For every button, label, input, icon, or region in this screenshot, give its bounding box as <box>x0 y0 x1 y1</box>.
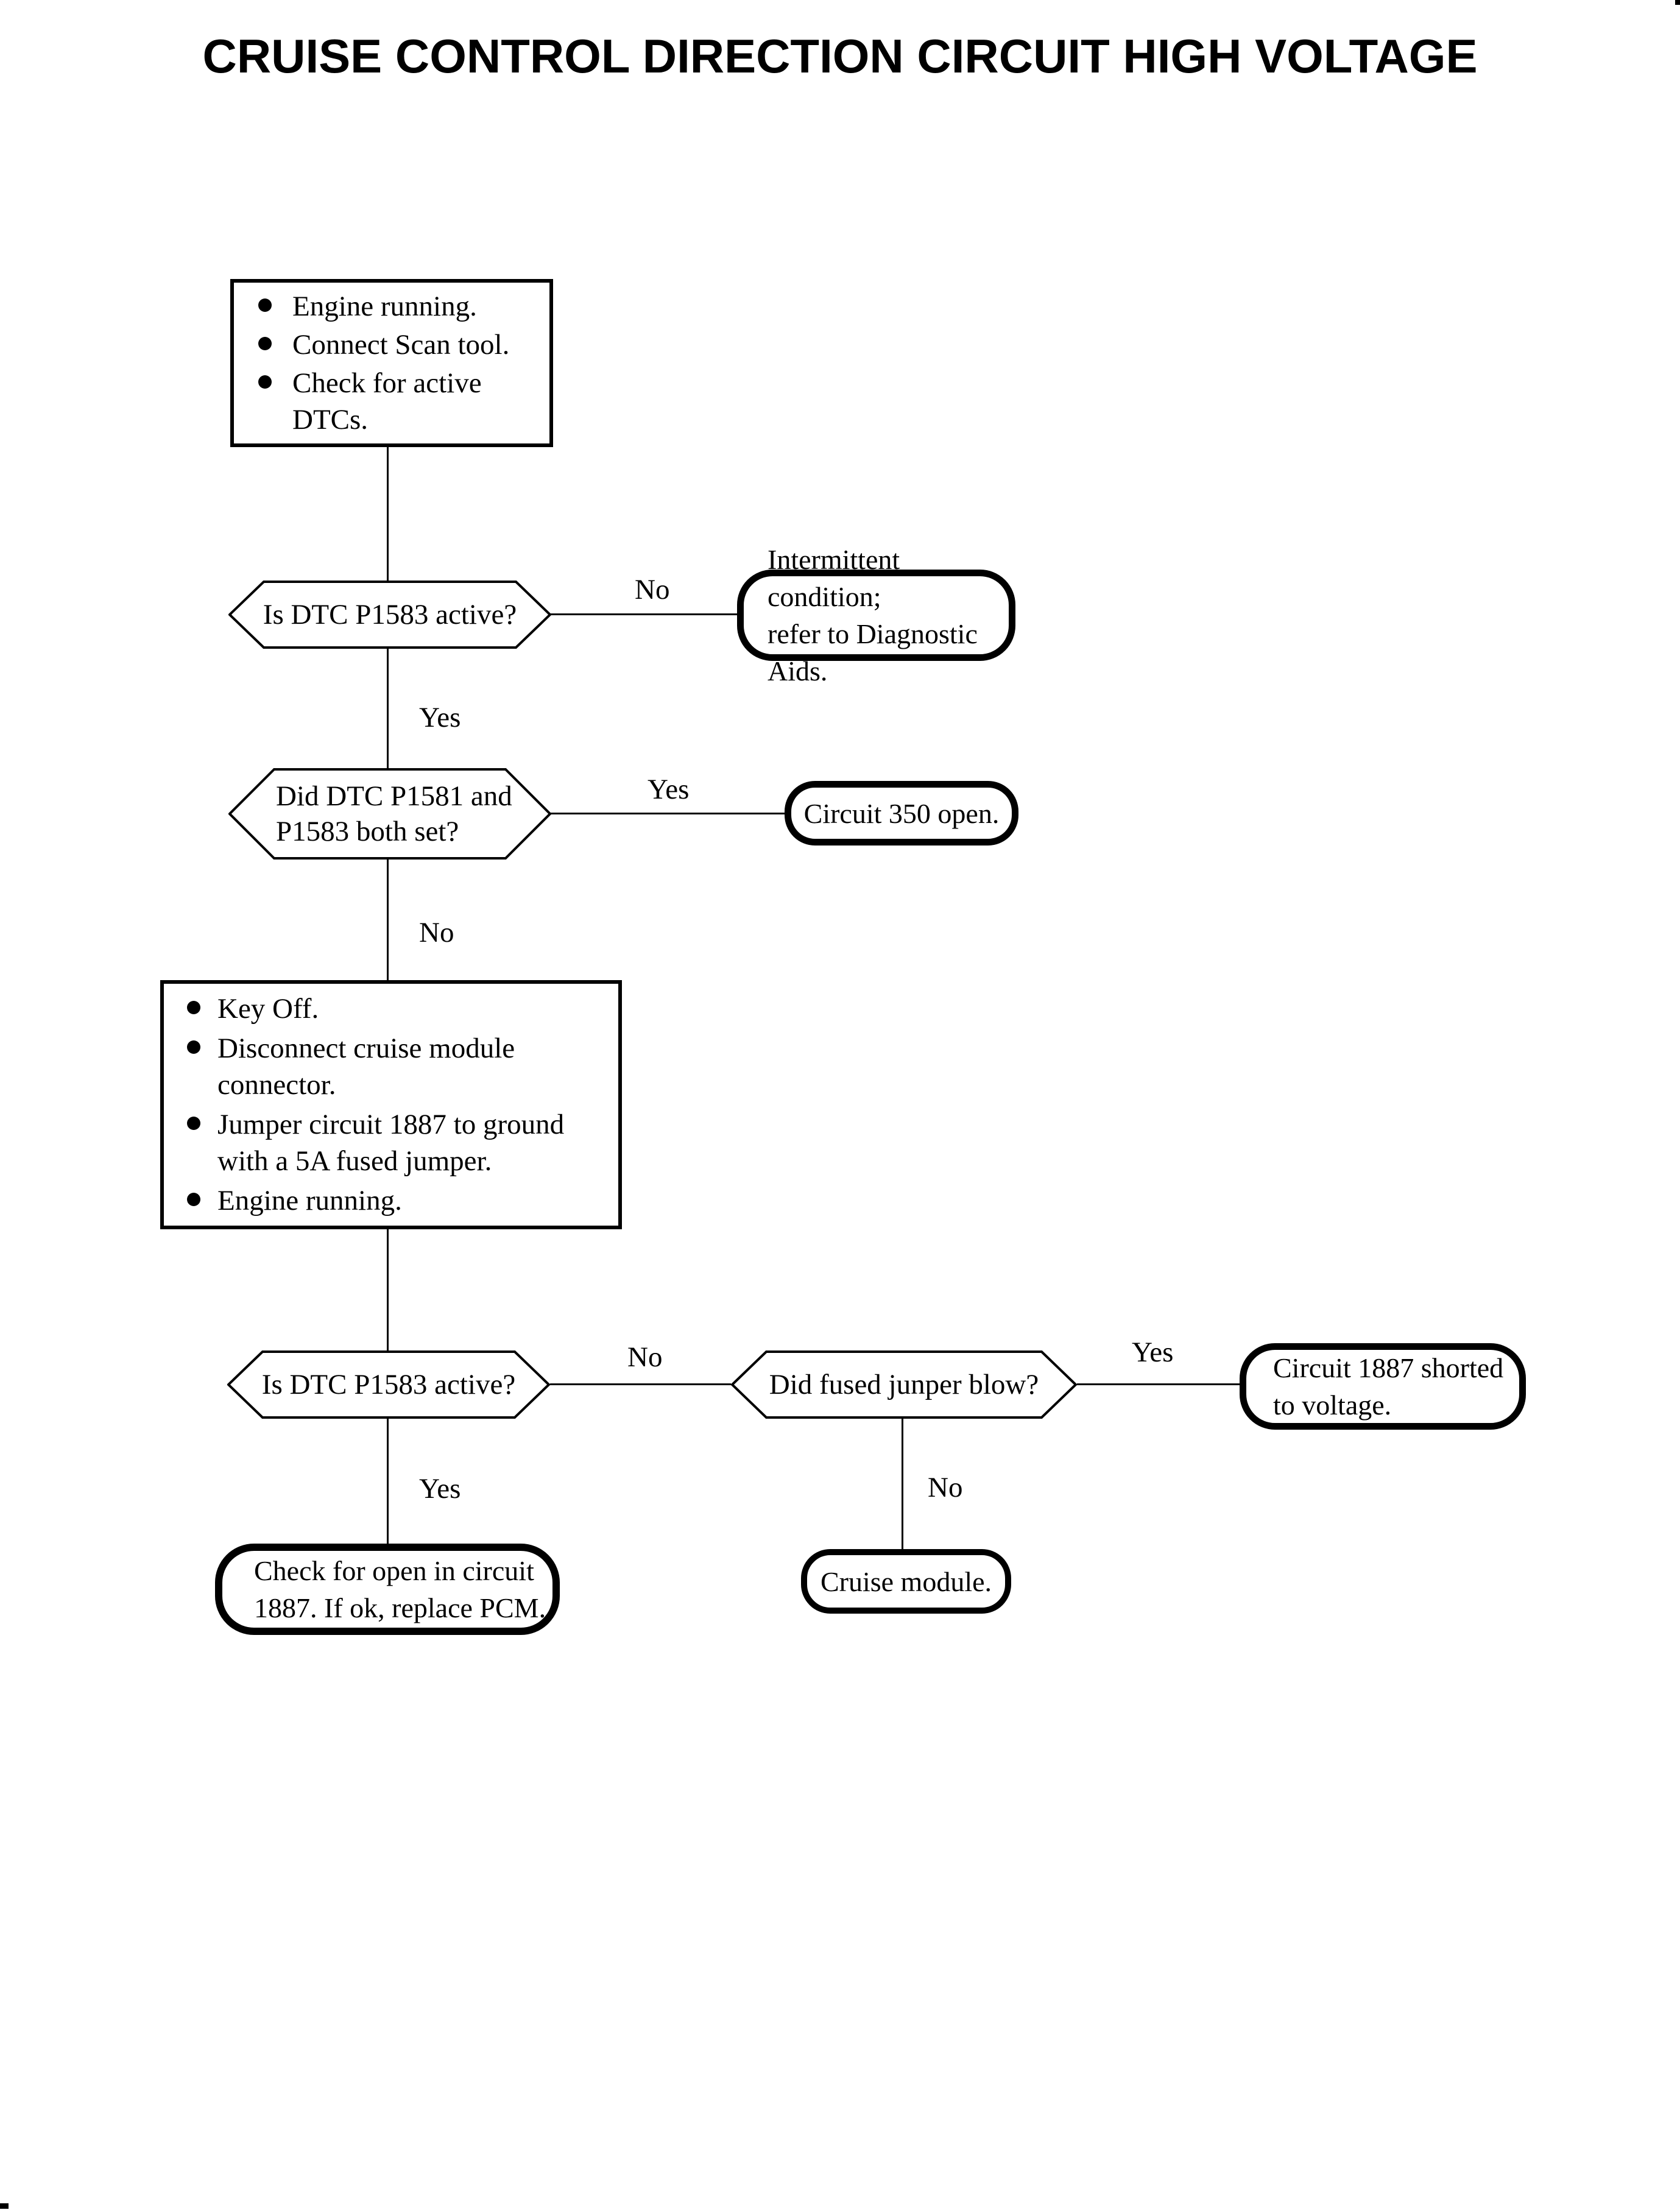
result-line: Check for open in circuit <box>254 1555 534 1586</box>
connector-q3-to-q4 <box>550 1383 731 1385</box>
list-item: Check for active DTCs. <box>240 365 543 438</box>
scan-artifact-top-right <box>1675 0 1680 5</box>
page-title: CRUISE CONTROL DIRECTION CIRCUIT HIGH VO… <box>202 29 1478 83</box>
list-item: Engine running. <box>240 288 543 325</box>
bullet-icon <box>258 298 272 312</box>
connector-q4-to-cruise <box>902 1417 903 1549</box>
decision-q2-label: Did DTC P1581 and P1583 both set? <box>228 768 551 860</box>
bullet-icon <box>187 1117 200 1130</box>
decision-q2: Did DTC P1581 and P1583 both set? <box>228 768 551 860</box>
result-line: refer to Diagnostic Aids. <box>768 618 978 687</box>
result-intermittent: Intermittent condition; refer to Diagnos… <box>737 544 1015 687</box>
decision-q3-label: Is DTC P1583 active? <box>261 1369 516 1400</box>
connector-action-to-q3 <box>387 1228 389 1350</box>
connector-q3-to-checkopen <box>387 1417 389 1544</box>
step-text: Connect Scan tool. <box>292 329 510 361</box>
connector-q1-to-q2 <box>387 648 389 768</box>
connector-q4-to-circuit1887 <box>1077 1383 1240 1385</box>
edge-label-no: No <box>928 1472 963 1503</box>
list-item: Key Off. <box>170 990 612 1027</box>
bullet-icon <box>258 375 272 389</box>
step-text: Engine running. <box>217 1185 402 1216</box>
step-text: Jumper circuit 1887 to ground with a 5A … <box>217 1109 565 1177</box>
decision-line: P1583 both set? <box>276 816 459 847</box>
connector-q1-to-intermittent <box>550 613 745 615</box>
action-step-box: Key Off. Disconnect cruise module connec… <box>160 980 622 1229</box>
result-circuit1887: Circuit 1887 shorted to voltage. <box>1240 1343 1526 1430</box>
start-step-box: Engine running. Connect Scan tool. Check… <box>230 279 553 447</box>
bullet-icon <box>258 337 272 350</box>
decision-q1-label: Is DTC P1583 active? <box>263 599 517 630</box>
result-line: Intermittent condition; <box>768 544 900 612</box>
result-line: 1887. If ok, replace PCM. <box>254 1592 546 1623</box>
decision-q1: Is DTC P1583 active? <box>228 581 551 649</box>
connector-q2-to-action <box>387 858 389 980</box>
edge-label-yes: Yes <box>1132 1336 1174 1368</box>
edge-label-yes: Yes <box>419 1473 461 1505</box>
list-item: Connect Scan tool. <box>240 327 543 363</box>
connector-start-to-q1 <box>387 447 389 581</box>
decision-q4-label: Did fused junper blow? <box>769 1369 1039 1400</box>
hexagon-shape <box>228 768 551 860</box>
list-item: Engine running. <box>170 1182 612 1219</box>
hexagon-shape <box>228 581 551 649</box>
decision-line: Did DTC P1581 and <box>276 780 512 812</box>
edge-label-no: No <box>627 1341 663 1373</box>
edge-label-yes: Yes <box>648 774 690 805</box>
result-line: to voltage. <box>1273 1389 1392 1421</box>
hexagon-shape <box>227 1350 550 1419</box>
bullet-icon <box>187 1193 200 1206</box>
hexagon-shape <box>731 1350 1077 1419</box>
bullet-icon <box>187 1040 200 1054</box>
result-circuit350: Circuit 350 open. <box>785 781 1018 846</box>
edge-label-yes: Yes <box>419 702 461 733</box>
edge-label-no: No <box>635 574 670 605</box>
list-item: Jumper circuit 1887 to ground with a 5A … <box>170 1106 612 1179</box>
result-line: Circuit 1887 shorted <box>1273 1352 1504 1383</box>
decision-q3: Is DTC P1583 active? <box>227 1350 550 1419</box>
step-text: Disconnect cruise module connector. <box>217 1033 515 1101</box>
result-checkopen: Check for open in circuit 1887. If ok, r… <box>215 1544 560 1635</box>
step-text: Key Off. <box>217 993 319 1025</box>
bullet-icon <box>187 1001 200 1014</box>
edge-label-no: No <box>419 917 454 948</box>
step-text: Check for active DTCs. <box>292 367 482 436</box>
result-cruise-module: Cruise module. <box>801 1549 1011 1614</box>
scan-artifact-bottom-left <box>0 2203 9 2209</box>
decision-q4: Did fused junper blow? <box>731 1350 1077 1419</box>
step-text: Engine running. <box>292 291 477 322</box>
connector-q2-to-circuit350 <box>550 813 787 814</box>
list-item: Disconnect cruise module connector. <box>170 1030 612 1103</box>
